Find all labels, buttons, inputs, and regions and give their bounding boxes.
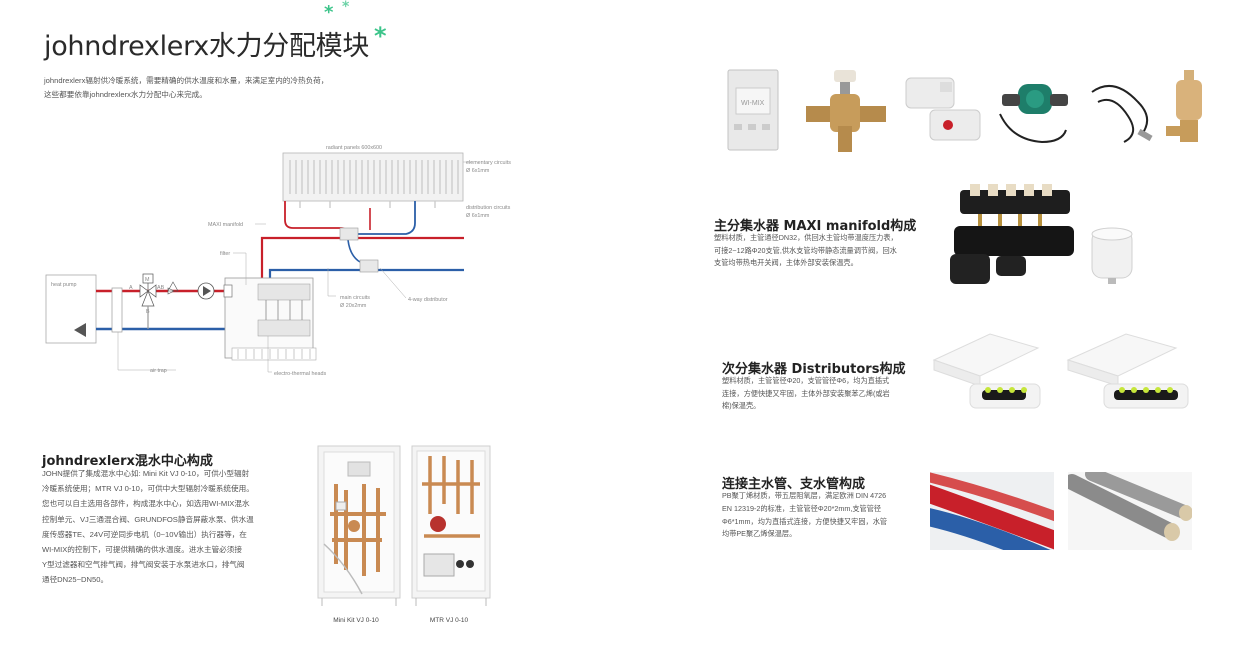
page-title: johndrexlerx水力分配模块 [44, 31, 370, 62]
three-way-valve-image [806, 70, 886, 152]
pipes-title: 连接主水管、支水管构成 [722, 477, 866, 492]
label-main-circuits: main circuits [340, 295, 370, 301]
label-maxi-manifold: MAXI manifold [208, 222, 243, 228]
label-heat-pump: heat pump [51, 282, 76, 288]
pipes-text: PB聚丁烯材质，带五层阻氧层，满足欧洲 DIN 4726 EN 12319-2的… [722, 491, 888, 539]
mini-kit-cabinet-image [317, 445, 401, 606]
label-main-size: Ø 20x2mm [340, 303, 367, 309]
mtr-cabinet-image [411, 445, 491, 606]
label-electro-thermal-heads: electro-thermal heads [274, 371, 326, 377]
air-trap [111, 287, 123, 333]
distributors-text: 塑料材质，主管管径Φ20，支管管径Φ6，均为直插式 连接，方便快捷又牢固，主体外… [722, 376, 890, 411]
distributor-image-1 [932, 333, 1041, 409]
caption-mtr: MTR VJ 0-10 [429, 617, 469, 624]
wimix-label: WI-MIX [741, 100, 765, 107]
label-radiant-panels: radiant panels 600x600 [326, 145, 382, 151]
label-distribution-size: Ø 6x1mm [466, 213, 490, 219]
label-filter: filter [220, 251, 230, 257]
label-four-way-distributor: 4-way distributor [408, 297, 448, 303]
heat-pump-arrow-icon [74, 323, 86, 337]
label-valve-a: A [129, 285, 133, 291]
asterisk-icon: * [342, 0, 350, 15]
three-way-valve [139, 273, 157, 307]
mixing-center-text: JOHN提供了集成混水中心如: Mini Kit VJ 0-10，可供小型辐射 … [42, 469, 254, 585]
label-distribution-circuits: distribution circuits [466, 205, 511, 211]
maxi-manifold-image [950, 184, 1074, 284]
heat-pump-box [45, 274, 97, 344]
asterisk-icon: * [374, 22, 387, 50]
asterisk-icon: * [324, 2, 334, 23]
label-elementary-circuits: elementary circuits [466, 160, 511, 166]
pipe-red-blue-image [930, 472, 1054, 550]
wimix-controller-image: WI-MIX [727, 69, 779, 151]
maxi-manifold-text: 塑料材质，主管通径DN32，供回水主管均带温度压力表， 可接2~12路Φ20支管… [714, 233, 898, 268]
electro-thermal-head-image [1091, 227, 1133, 284]
temperature-sensor-image [1091, 84, 1153, 143]
label-elementary-size: Ø 6x1mm [466, 168, 490, 174]
insulated-pipe-image [1068, 472, 1192, 550]
four-way-distributor [339, 227, 379, 273]
maxi-manifold-title: 主分集水器 MAXI manifold构成 [714, 219, 917, 234]
label-valve-ab: AB [157, 285, 165, 291]
radiant-panels [282, 152, 464, 202]
distributor-image-2 [1066, 333, 1189, 409]
mixing-center-title: johndrexlerx混水中心构成 [42, 454, 213, 469]
caption-mini-kit: Mini Kit VJ 0-10 [333, 617, 379, 624]
label-valve-m: M [145, 277, 150, 283]
grundfos-pump-image [999, 84, 1068, 144]
air-vent-image [1166, 70, 1202, 142]
intro-text: johndrexlerx辐射供冷暖系统，需要精确的供水温度和水量，来满足室内的冷… [44, 76, 329, 99]
filter-icon [223, 284, 233, 298]
hydraulic-diagram: radiant panels 600x600 elementary circui… [45, 145, 511, 377]
actuator-image [905, 77, 981, 141]
label-air-trap: air trap [150, 368, 167, 374]
distributors-title: 次分集水器 Distributors构成 [722, 362, 906, 377]
